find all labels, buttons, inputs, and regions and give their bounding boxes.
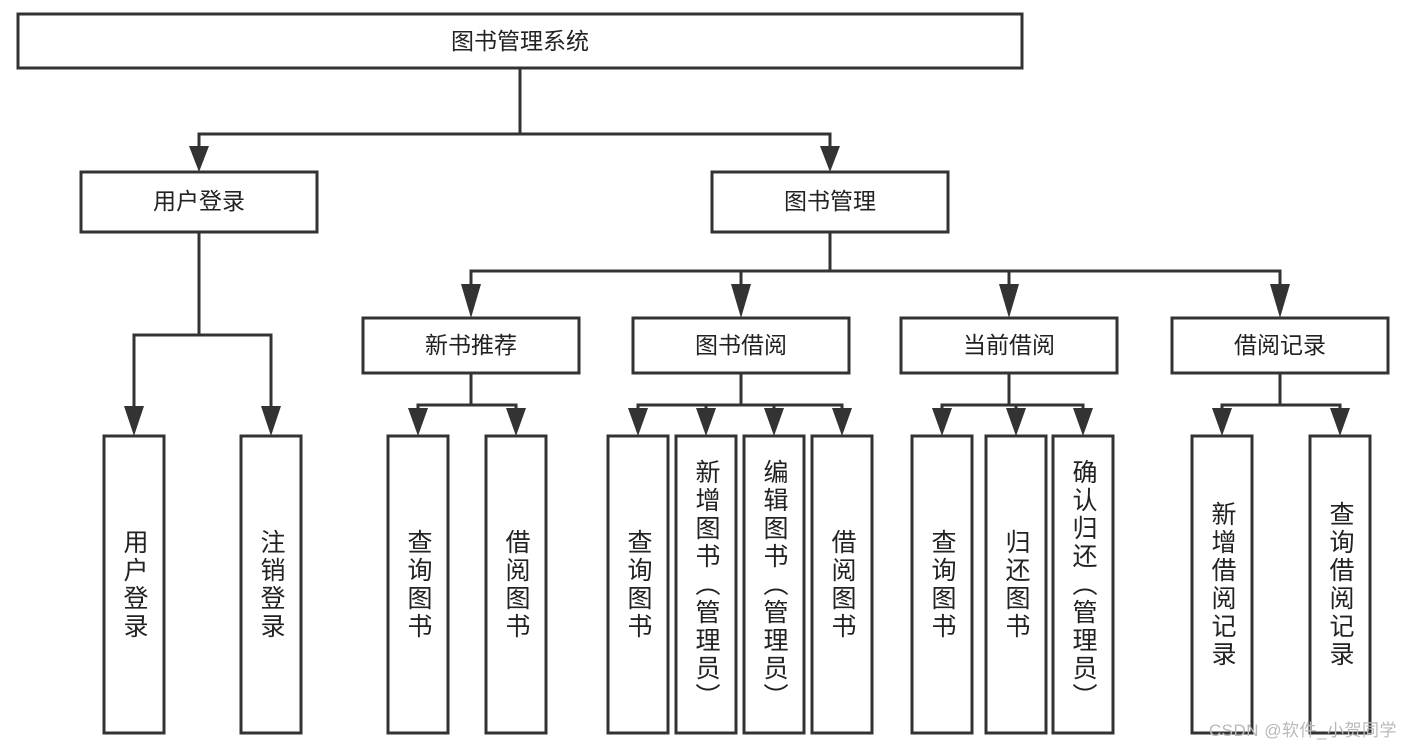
- connector-group: [124, 66, 1350, 436]
- arrowhead-borrow-record: [1270, 284, 1290, 318]
- node-book-borrow[interactable]: 图书借阅: [631, 316, 851, 375]
- node-borrow-record-label: 借阅记录: [1234, 332, 1326, 358]
- node-borrow-record-box[interactable]: [1170, 316, 1390, 375]
- node-root-box[interactable]: [16, 12, 1024, 70]
- arrowhead-leaf-query-book-current: [932, 408, 952, 436]
- arrowhead-leaf-borrow-book-rec: [506, 408, 526, 436]
- node-leaf-query-book-current-box[interactable]: [910, 434, 974, 735]
- arrowhead-user-login: [189, 146, 209, 172]
- arrowhead-book-manage: [820, 146, 840, 172]
- node-leaf-user-logout-box[interactable]: [239, 434, 303, 735]
- node-leaf-query-borrow-record-box[interactable]: [1308, 434, 1372, 735]
- node-leaf-user-login-box[interactable]: [102, 434, 166, 735]
- node-borrow-record[interactable]: 借阅记录: [1170, 316, 1390, 375]
- node-user-login-label: 用户登录: [153, 188, 245, 214]
- arrowhead-leaf-confirm-return-admin: [1073, 408, 1093, 436]
- node-leaf-add-book-admin-box[interactable]: [674, 434, 738, 735]
- node-new-book-rec-box[interactable]: [361, 316, 581, 375]
- arrowhead-leaf-return-book: [1006, 408, 1026, 436]
- leaf-node-group: [102, 434, 1372, 735]
- arrowhead-current-borrow: [999, 284, 1019, 318]
- node-current-borrow[interactable]: 当前借阅: [899, 316, 1119, 375]
- node-new-book-rec-label: 新书推荐: [425, 332, 517, 358]
- node-leaf-query-book-rec-box[interactable]: [386, 434, 450, 735]
- arrowhead-new-book-rec: [461, 284, 481, 318]
- node-leaf-borrow-book-box[interactable]: [810, 434, 874, 735]
- arrowhead-leaf-query-book-rec: [408, 408, 428, 436]
- arrowhead-leaf-add-borrow-record: [1212, 408, 1232, 436]
- node-book-borrow-box[interactable]: [631, 316, 851, 375]
- node-leaf-return-book-box[interactable]: [984, 434, 1048, 735]
- node-leaf-add-borrow-record-box[interactable]: [1190, 434, 1254, 735]
- node-current-borrow-label: 当前借阅: [963, 332, 1055, 358]
- arrowhead-leaf-query-borrow-record: [1330, 408, 1350, 436]
- arrowhead-leaf-user-logout: [261, 406, 281, 436]
- arrowhead-leaf-add-book-admin: [696, 408, 716, 436]
- node-book-manage-box[interactable]: [710, 170, 950, 234]
- watermark: CSDN @软件_小贺同学: [1208, 721, 1397, 740]
- arrowhead-leaf-borrow-book: [832, 408, 852, 436]
- node-leaf-query-book-borrow-box[interactable]: [606, 434, 670, 735]
- arrowhead-leaf-user-login: [124, 406, 144, 436]
- node-leaf-edit-book-admin-box[interactable]: [742, 434, 806, 735]
- node-root-label: 图书管理系统: [451, 28, 589, 54]
- node-book-manage[interactable]: 图书管理: [710, 170, 950, 234]
- node-new-book-rec[interactable]: 新书推荐: [361, 316, 581, 375]
- arrowhead-leaf-query-book-borrow: [628, 408, 648, 436]
- node-leaf-confirm-return-admin-box[interactable]: [1051, 434, 1115, 735]
- node-book-manage-label: 图书管理: [784, 188, 876, 214]
- node-leaf-borrow-book-rec-box[interactable]: [484, 434, 548, 735]
- node-user-login[interactable]: 用户登录: [79, 170, 319, 234]
- arrowhead-leaf-edit-book-admin: [764, 408, 784, 436]
- node-root[interactable]: 图书管理系统: [16, 12, 1024, 70]
- arrowhead-book-borrow: [731, 284, 751, 318]
- node-current-borrow-box[interactable]: [899, 316, 1119, 375]
- node-book-borrow-label: 图书借阅: [695, 332, 787, 358]
- node-user-login-box[interactable]: [79, 170, 319, 234]
